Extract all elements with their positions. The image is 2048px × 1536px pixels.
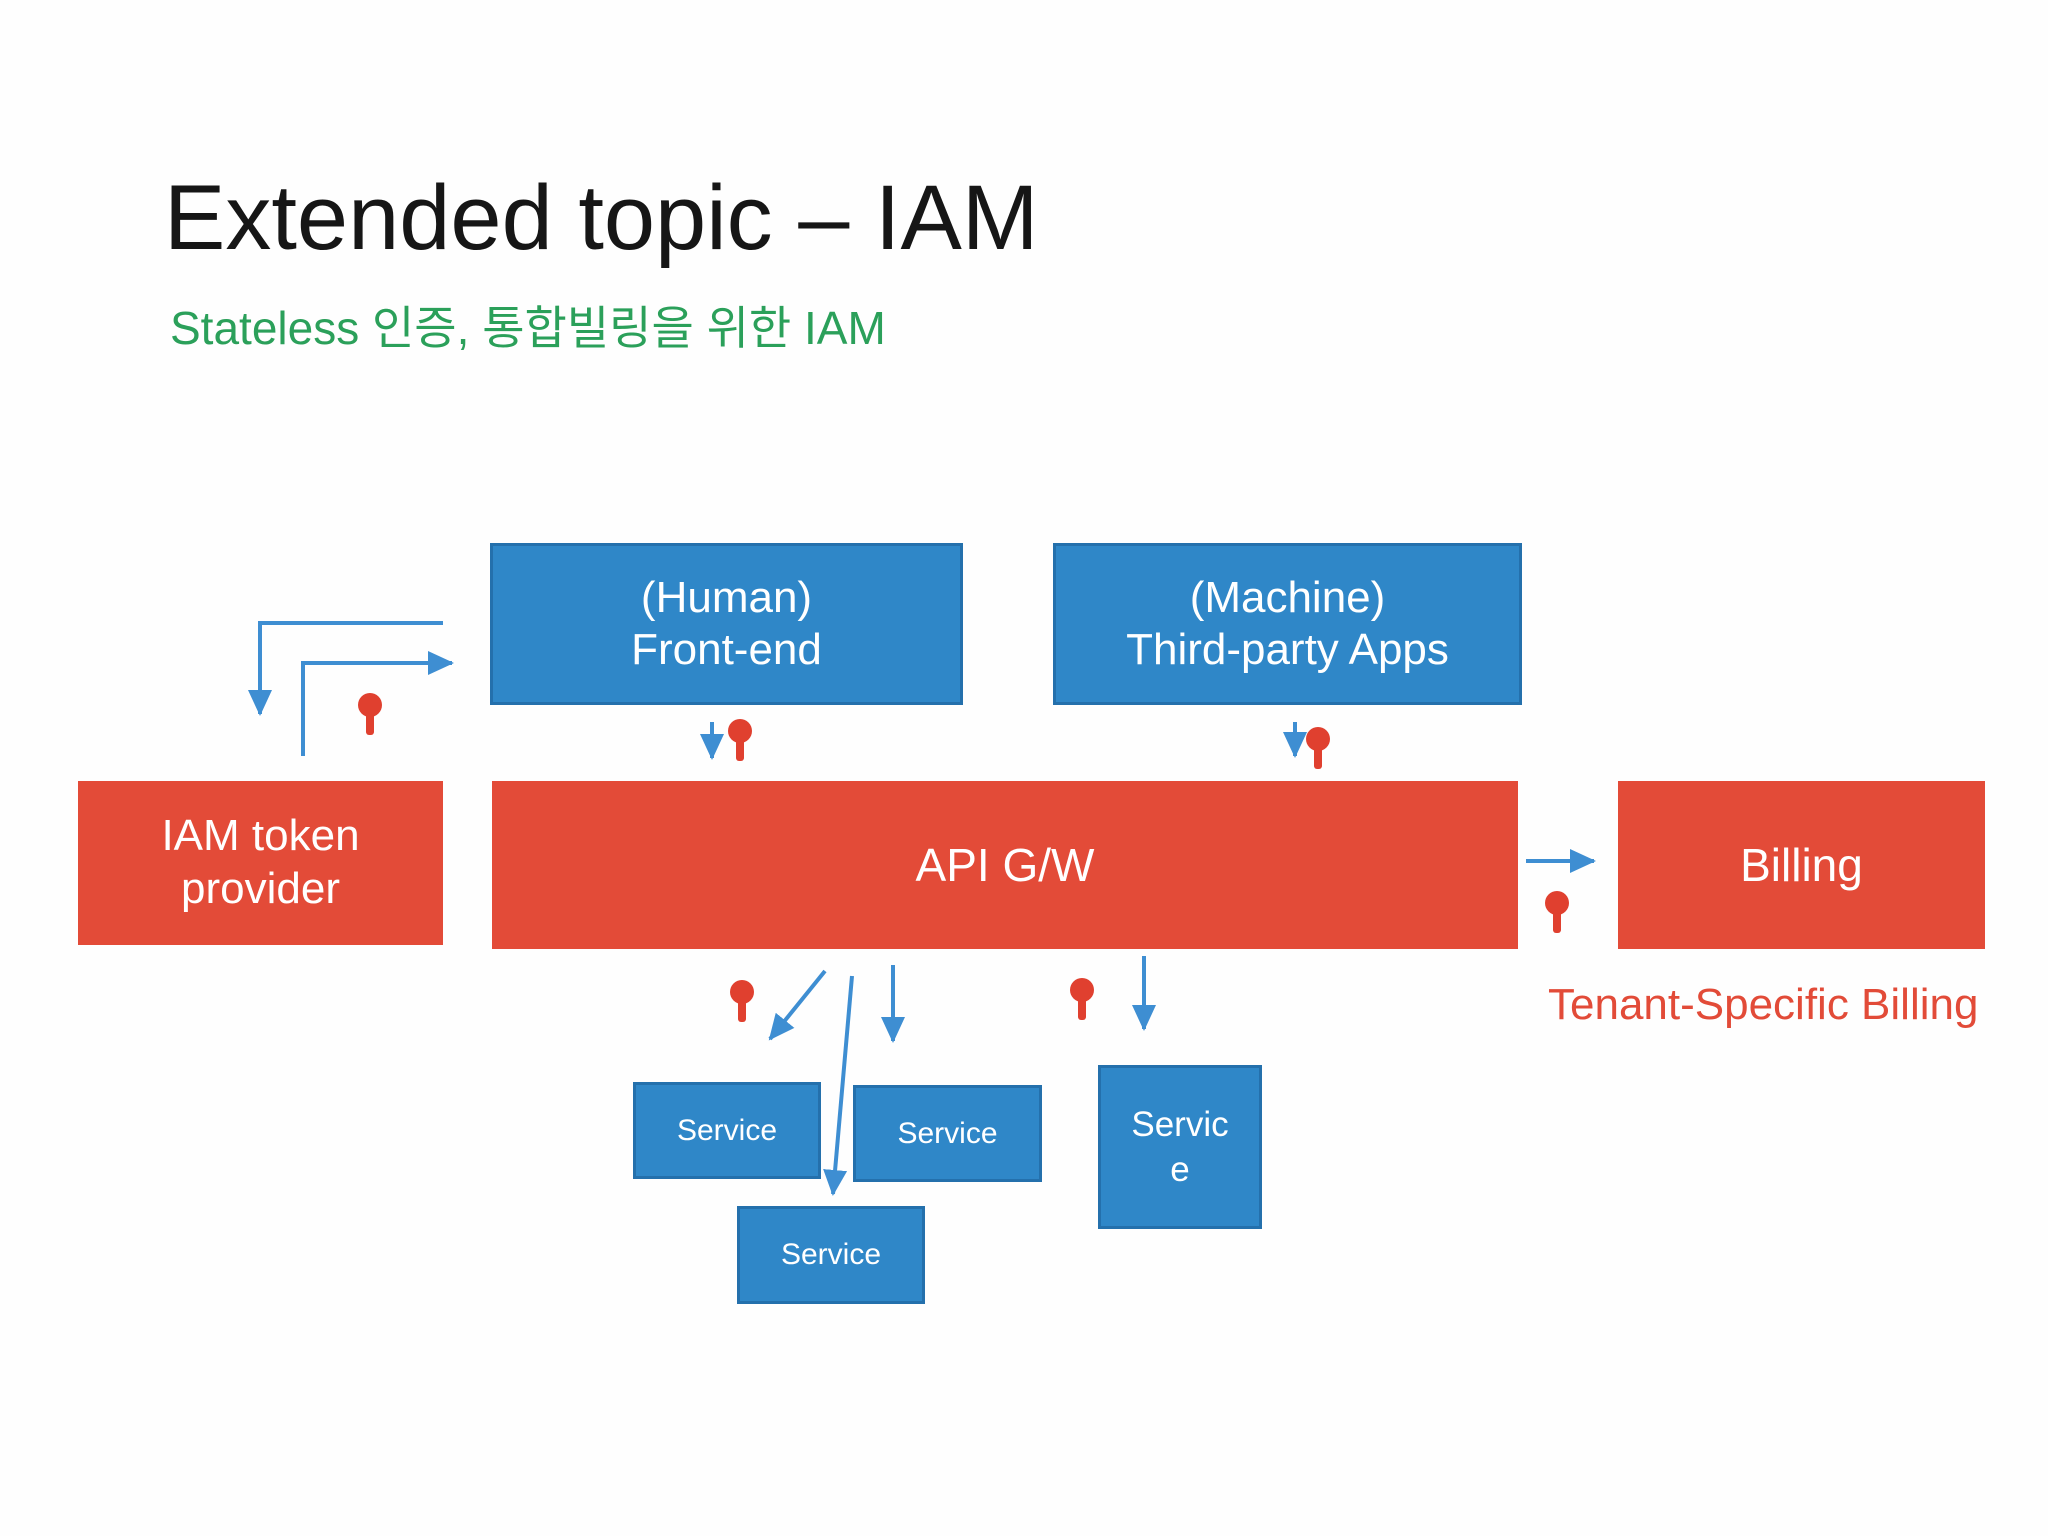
tenant-specific-billing-caption: Tenant-Specific Billing <box>1548 980 1979 1029</box>
billing-label: Billing <box>1740 839 1863 891</box>
frontend-label-line1: (Human) <box>640 573 813 623</box>
api-gateway-node: API G/W <box>492 781 1518 949</box>
key-icon <box>358 693 382 735</box>
api-gateway-label: API G/W <box>915 839 1095 891</box>
slide-title: Extended topic – IAM <box>164 167 1039 269</box>
iam-label-line2: provider <box>181 864 340 913</box>
key-icon <box>1070 978 1094 1020</box>
service-node-3: Servic e <box>1098 1065 1262 1229</box>
arrow-apigw-to-service1 <box>768 969 827 1041</box>
thirdparty-apps-node: (Machine) Third-party Apps <box>1053 543 1522 705</box>
service-2-label: Service <box>897 1116 998 1150</box>
arrow-frontend-to-iam <box>248 621 443 716</box>
key-icon <box>728 719 752 761</box>
slide-subtitle: Stateless 인증, 통합빌링을 위한 IAM <box>170 302 886 354</box>
key-icon <box>730 980 754 1022</box>
arrow-apigw-to-service4 <box>823 975 854 1196</box>
service-1-label: Service <box>676 1113 778 1147</box>
thirdparty-label-line2: Third-party Apps <box>1126 625 1449 674</box>
frontend-label-line2: Front-end <box>631 625 822 674</box>
iam-token-provider-node: IAM token provider <box>78 781 443 945</box>
iam-label-line1: IAM token <box>161 811 360 861</box>
key-icon <box>1545 891 1569 933</box>
service-node-2: Service <box>853 1085 1042 1182</box>
key-icon <box>1306 727 1330 769</box>
service-node-4: Service <box>737 1206 925 1304</box>
service-3-label-line2: e <box>1170 1150 1190 1189</box>
service-4-label: Service <box>780 1238 882 1271</box>
thirdparty-label-line1: (Machine) <box>1189 573 1386 623</box>
service-node-1: Service <box>633 1082 821 1179</box>
service-3-label-line1: Servic <box>1131 1104 1229 1144</box>
billing-node: Billing <box>1618 781 1985 949</box>
frontend-node: (Human) Front-end <box>490 543 963 705</box>
